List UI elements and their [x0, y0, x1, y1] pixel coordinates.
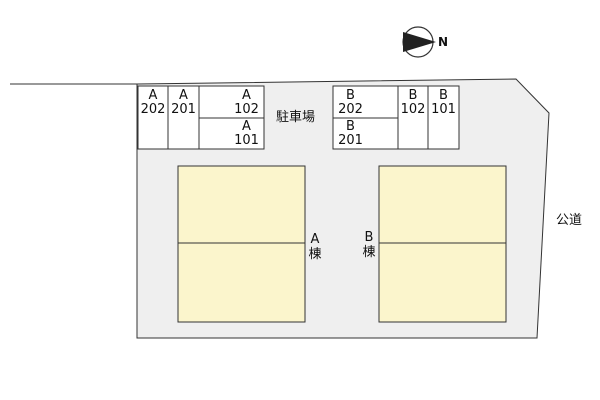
road-label: 公道 [556, 213, 583, 228]
building-a [177, 165, 306, 323]
compass-icon [402, 26, 436, 58]
parking-label: 駐車場 [276, 110, 316, 125]
building-b [378, 165, 507, 323]
compass-label: N [438, 35, 449, 49]
parking-slots [137, 85, 460, 150]
